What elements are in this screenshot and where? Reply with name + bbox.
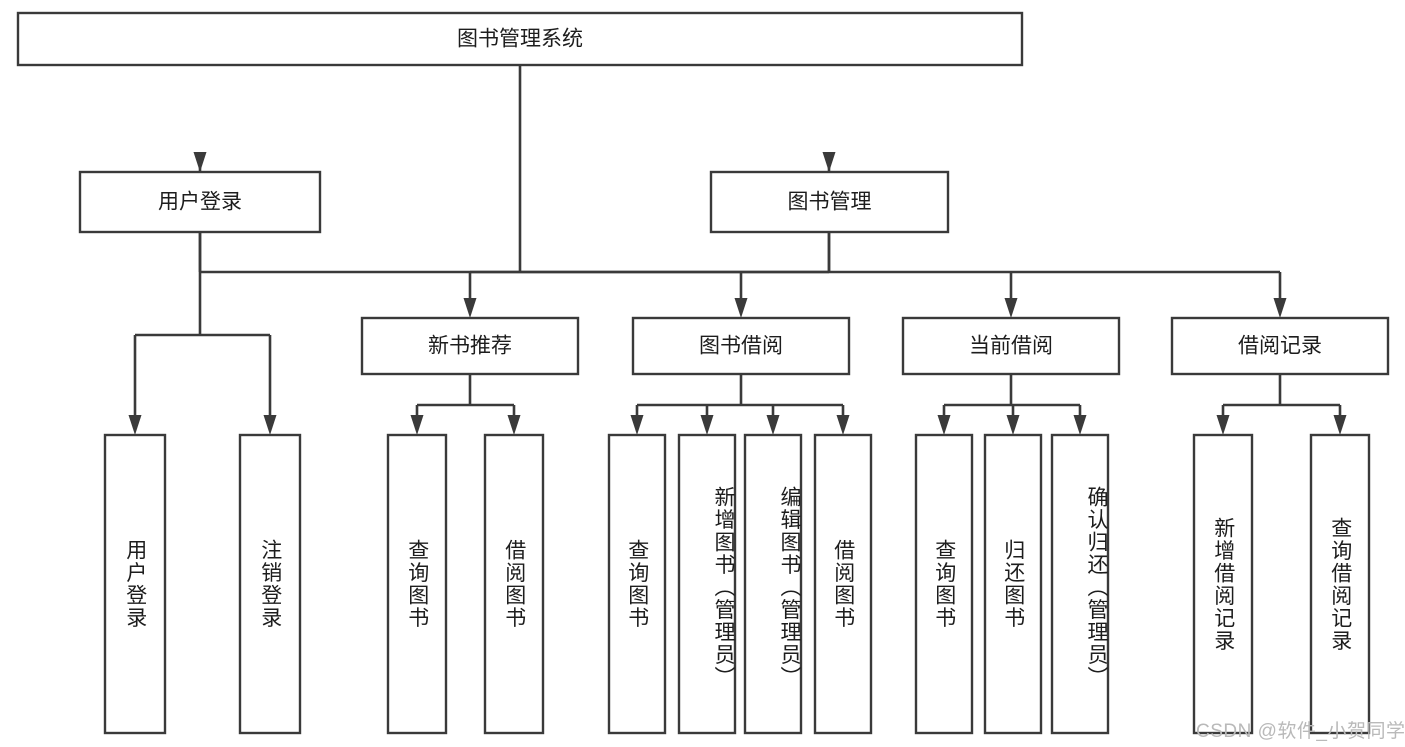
node-box[interactable] bbox=[1170, 316, 1390, 376]
node-box[interactable] bbox=[1050, 433, 1110, 735]
level3-node-1[interactable]: 图书借阅 bbox=[631, 316, 851, 376]
arrow-head-icon bbox=[410, 415, 424, 435]
leaf-node-0[interactable] bbox=[103, 433, 167, 735]
level2-node-1[interactable]: 图书管理 bbox=[709, 170, 950, 234]
leaf-node-12[interactable] bbox=[1309, 433, 1371, 735]
connector-group bbox=[410, 374, 521, 435]
leaf-node-6[interactable] bbox=[743, 433, 803, 735]
node-box[interactable] bbox=[709, 170, 950, 234]
connector-group bbox=[193, 65, 836, 274]
arrow-head-icon bbox=[1333, 415, 1347, 435]
node-box[interactable] bbox=[677, 433, 737, 735]
node-box[interactable] bbox=[631, 316, 851, 376]
node-box[interactable] bbox=[16, 11, 1024, 67]
node-box[interactable] bbox=[813, 433, 873, 735]
connector-group bbox=[463, 232, 1287, 318]
node-box[interactable] bbox=[483, 433, 545, 735]
node-label: 新书推荐 bbox=[428, 335, 512, 358]
level3-node-2[interactable]: 当前借阅 bbox=[901, 316, 1121, 376]
arrow-head-icon bbox=[766, 415, 780, 435]
arrow-head-icon bbox=[193, 152, 207, 172]
node-box[interactable] bbox=[360, 316, 580, 376]
connector-group bbox=[128, 232, 277, 435]
arrow-head-icon bbox=[836, 415, 850, 435]
connector-layer bbox=[128, 65, 1347, 435]
arrow-head-icon bbox=[1004, 298, 1018, 318]
arrow-head-icon bbox=[1273, 298, 1287, 318]
root-node-0[interactable]: 图书管理系统 bbox=[16, 11, 1024, 67]
leaf-node-2[interactable] bbox=[386, 433, 448, 735]
leaf-node-1[interactable] bbox=[238, 433, 302, 735]
arrow-head-icon bbox=[463, 298, 477, 318]
node-label: 图书借阅 bbox=[699, 335, 783, 358]
arrow-head-icon bbox=[128, 415, 142, 435]
node-box[interactable] bbox=[386, 433, 448, 735]
node-box[interactable] bbox=[238, 433, 302, 735]
connector-group bbox=[1216, 374, 1347, 435]
node-label: 当前借阅 bbox=[969, 335, 1053, 358]
node-box[interactable] bbox=[901, 316, 1121, 376]
leaf-node-8[interactable] bbox=[914, 433, 974, 735]
leaf-node-4[interactable] bbox=[607, 433, 667, 735]
arrow-head-icon bbox=[1216, 415, 1230, 435]
arrow-head-icon bbox=[507, 415, 521, 435]
arrow-head-icon bbox=[263, 415, 277, 435]
node-label: 图书管理系统 bbox=[457, 28, 583, 51]
leaf-node-7[interactable] bbox=[813, 433, 873, 735]
arrow-head-icon bbox=[700, 415, 714, 435]
csdn-watermark: CSDN @软件_小贺同学 bbox=[1196, 721, 1405, 742]
node-box[interactable] bbox=[1309, 433, 1371, 735]
connector-group bbox=[630, 374, 850, 435]
leaf-node-11[interactable] bbox=[1192, 433, 1254, 735]
node-box[interactable] bbox=[743, 433, 803, 735]
node-box[interactable] bbox=[1192, 433, 1254, 735]
node-box[interactable] bbox=[914, 433, 974, 735]
leaf-node-10[interactable] bbox=[1050, 433, 1110, 735]
node-box[interactable] bbox=[607, 433, 667, 735]
connector-group bbox=[937, 374, 1087, 435]
level2-node-0[interactable]: 用户登录 bbox=[78, 170, 322, 234]
leaf-node-5[interactable] bbox=[677, 433, 737, 735]
level3-node-0[interactable]: 新书推荐 bbox=[360, 316, 580, 376]
node-label: 图书管理 bbox=[788, 191, 872, 214]
arrow-head-icon bbox=[1006, 415, 1020, 435]
leaf-node-3[interactable] bbox=[483, 433, 545, 735]
arrow-head-icon bbox=[822, 152, 836, 172]
node-box[interactable] bbox=[983, 433, 1043, 735]
node-label: 借阅记录 bbox=[1238, 335, 1322, 358]
node-label: 用户登录 bbox=[158, 191, 242, 214]
node-box[interactable] bbox=[103, 433, 167, 735]
arrow-head-icon bbox=[937, 415, 951, 435]
level3-node-3[interactable]: 借阅记录 bbox=[1170, 316, 1390, 376]
leaf-node-9[interactable] bbox=[983, 433, 1043, 735]
arrow-head-icon bbox=[1073, 415, 1087, 435]
arrow-head-icon bbox=[734, 298, 748, 318]
arrow-head-icon bbox=[630, 415, 644, 435]
node-box[interactable] bbox=[78, 170, 322, 234]
